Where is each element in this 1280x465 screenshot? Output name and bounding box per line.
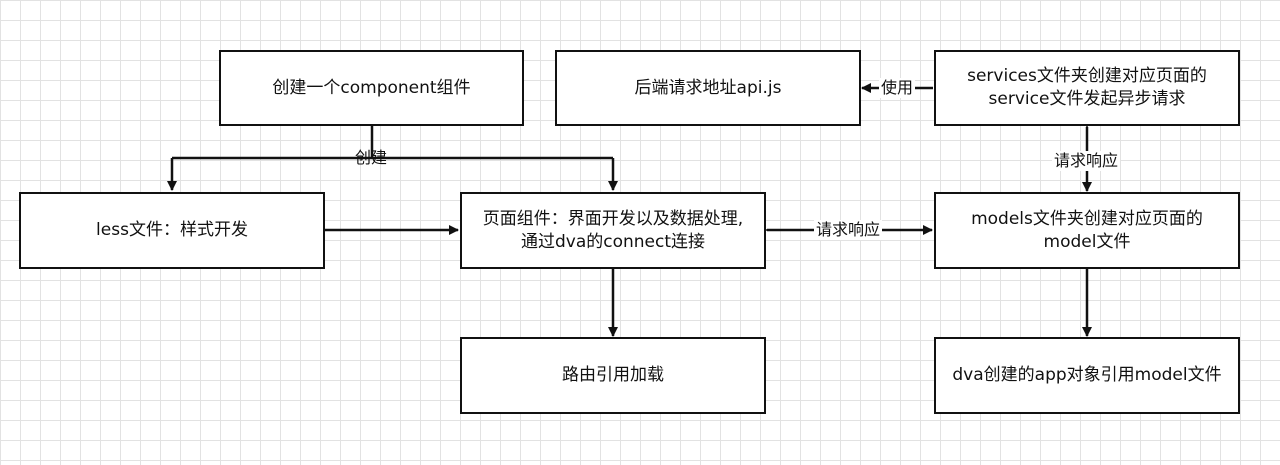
node-services-folder: services文件夹创建对应页面的service文件发起异步请求 xyxy=(934,50,1240,126)
node-less-file: less文件：样式开发 xyxy=(19,192,325,269)
edge-label-request-response-vertical: 请求响应 xyxy=(1052,151,1121,171)
node-route-load: 路由引用加载 xyxy=(460,337,766,414)
node-create-component: 创建一个component组件 xyxy=(219,50,524,126)
node-dva-app: dva创建的app对象引用model文件 xyxy=(934,337,1240,414)
edge-label-use: 使用 xyxy=(879,78,916,98)
node-backend-api: 后端请求地址api.js xyxy=(555,50,861,126)
node-models-folder: models文件夹创建对应页面的model文件 xyxy=(934,192,1240,269)
edge-label-create: 创建 xyxy=(355,148,388,167)
edge-label-request-response-horizontal: 请求响应 xyxy=(814,220,883,240)
node-page-component: 页面组件：界面开发以及数据处理,通过dva的connect连接 xyxy=(460,192,766,269)
